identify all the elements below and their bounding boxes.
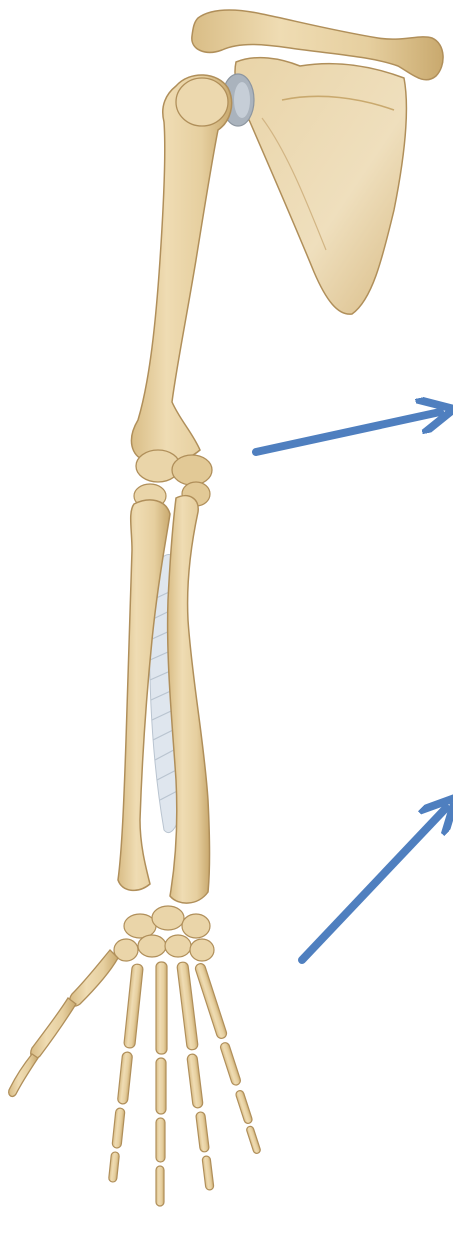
scapula: [235, 58, 406, 315]
finger-bones: [108, 962, 261, 1206]
arrow-elbow: [256, 412, 440, 452]
elbow-joint: [134, 450, 212, 508]
humerus: [131, 75, 231, 463]
thumb-bones: [9, 950, 118, 1096]
radius: [168, 496, 210, 903]
arrow-wrist: [302, 808, 446, 960]
carpal-bones: [114, 906, 214, 961]
